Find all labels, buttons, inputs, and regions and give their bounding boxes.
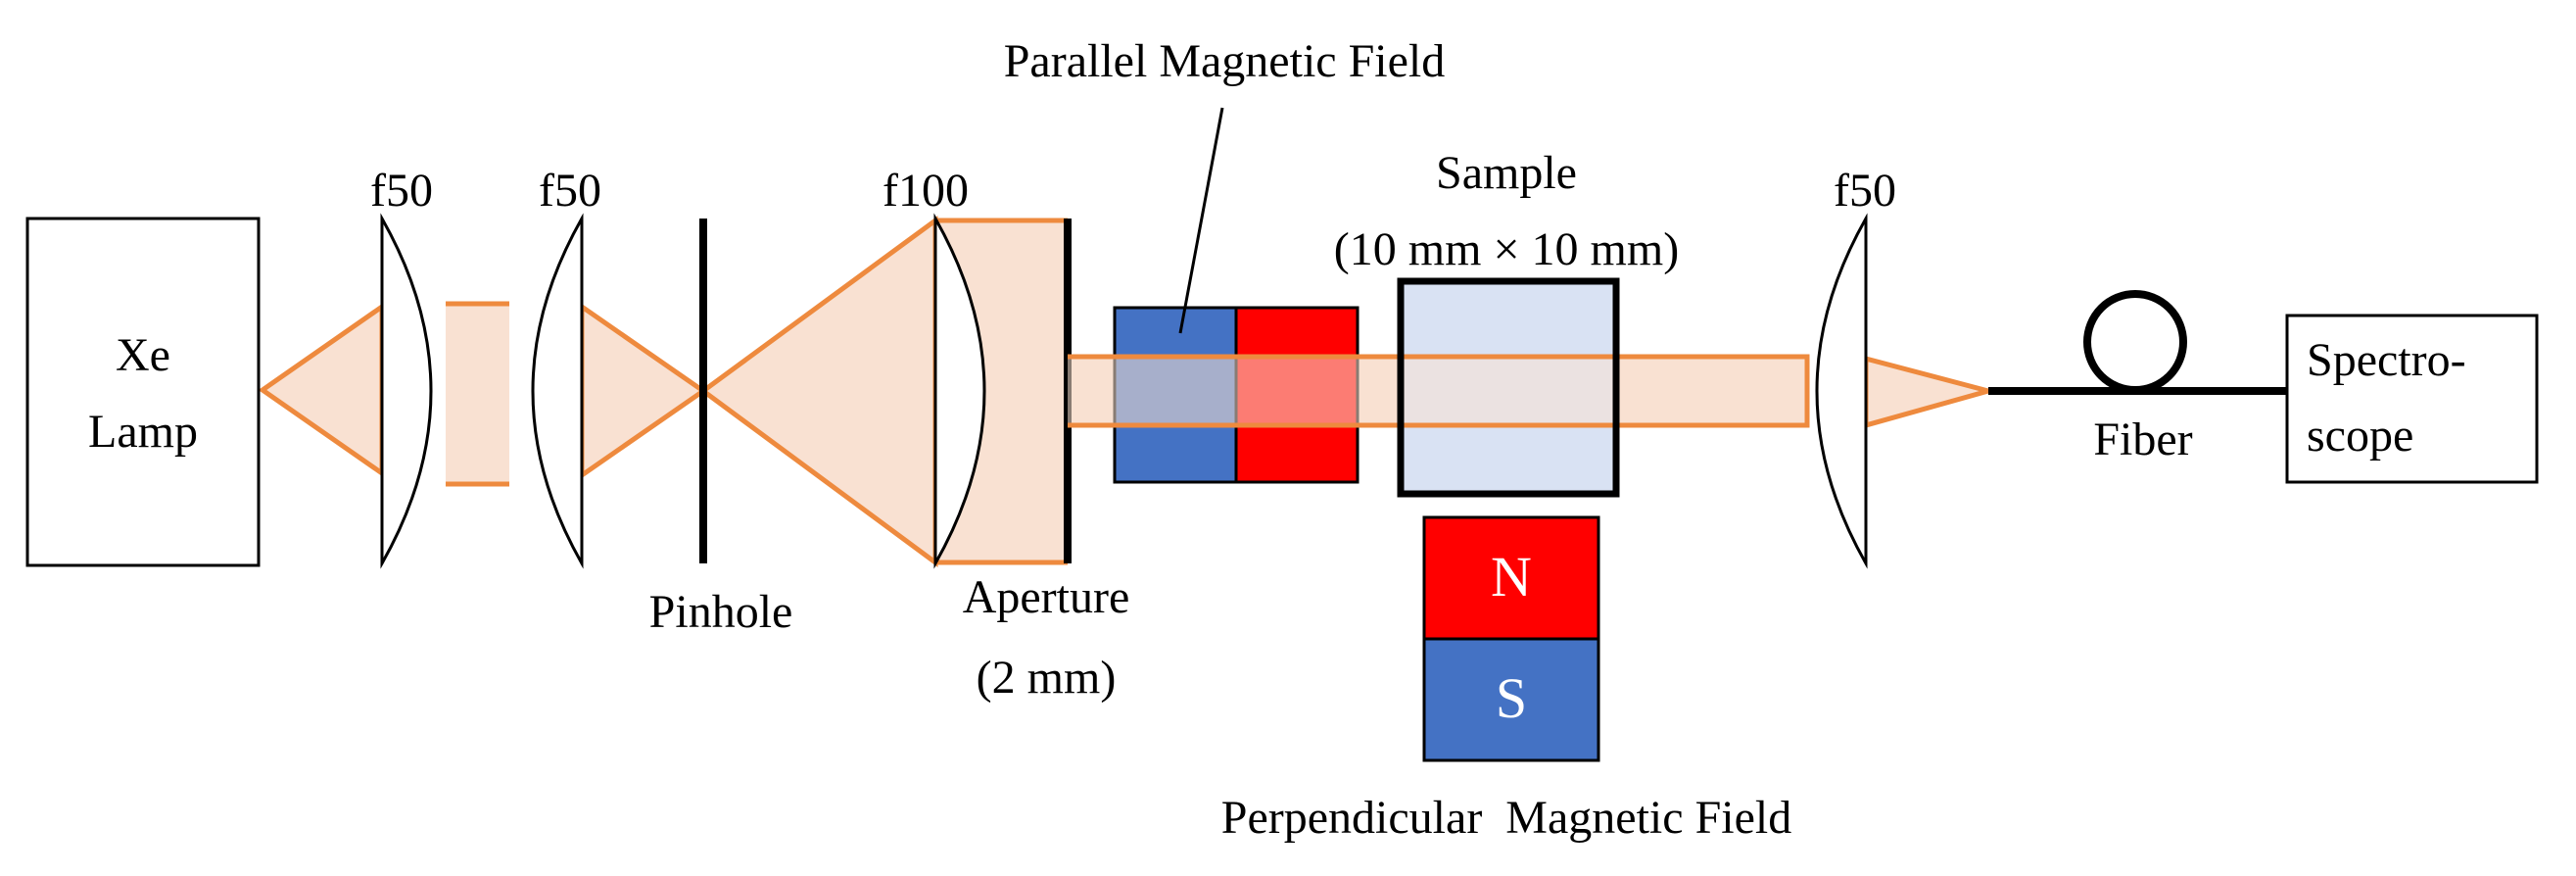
perpendicular-magnet-south [1422,637,1600,762]
fiber-coil-icon [2083,290,2187,394]
magnet-south-label: S [1496,666,1527,730]
beam-converging-to-pinhole [579,302,708,480]
spectroscope-label-line1: Spectro- [2307,334,2466,386]
beam-diverging-from-lamp [258,302,385,478]
beam-through-sample-overlay [1404,357,1613,425]
beam-expanding-from-pinhole [698,216,938,567]
lens-3-label: f100 [883,165,969,217]
beam-through-parallel-magnets [1068,357,1401,425]
sample-label-line2: (10 mm × 10 mm) [1334,223,1679,275]
lens-4-label: f50 [1834,165,1896,217]
lens-3 [933,213,986,569]
spectroscope-box [2285,314,2539,484]
xe-lamp-label-line2: Lamp [88,406,198,458]
beam-to-fiber [1863,355,1998,429]
parallel-field-leader-line [1178,107,1224,334]
magnet-north-label: N [1491,545,1532,608]
pinhole-label: Pinhole [649,586,793,638]
spectroscope-label-line2: scope [2307,410,2413,462]
xe-lamp-label-line1: Xe [116,329,170,381]
lens-1-label: f50 [370,165,433,217]
sample-label-line1: Sample [1436,147,1577,199]
lens-2 [531,213,584,569]
lens-1 [380,213,433,569]
lens-2-label: f50 [539,165,601,217]
fiber-label: Fiber [2093,414,2192,465]
perpendicular-field-label: Perpendicular Magnetic Field [1221,792,1792,844]
aperture-label-line2: (2 mm) [977,652,1117,704]
aperture-label-line1: Aperture [963,571,1130,623]
xe-lamp-box [25,217,261,567]
parallel-field-label: Parallel Magnetic Field [1004,35,1446,87]
lens-4 [1815,213,1868,569]
beam-collimated-section-1 [446,304,509,484]
fiber [1988,290,2287,395]
